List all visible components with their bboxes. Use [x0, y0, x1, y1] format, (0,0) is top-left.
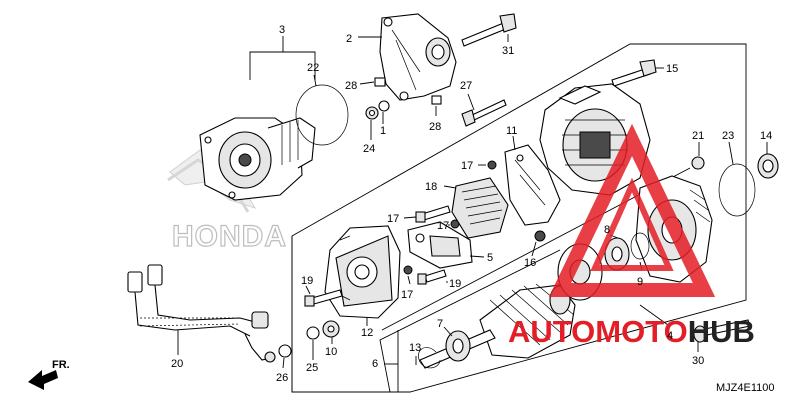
- bearing-14: [757, 153, 779, 179]
- front-direction-label: FR.: [52, 359, 70, 371]
- callout-8: 8: [604, 224, 610, 236]
- callout-24: 22: [307, 62, 319, 74]
- callout-6: 6: [372, 358, 378, 370]
- bolt-15: [611, 59, 657, 87]
- washer-27b: [278, 344, 292, 358]
- dowel-28b: [431, 95, 442, 105]
- callout-11: 11: [506, 125, 517, 137]
- bolt-18: [415, 205, 451, 223]
- callout-30: 30: [692, 355, 704, 367]
- nut-23: [691, 156, 705, 170]
- screw-17a: [487, 160, 497, 170]
- automotohub-watermark: AUTOMOTOHUB: [508, 314, 755, 349]
- washer-27a: [306, 326, 320, 340]
- callout-17a: 17: [461, 160, 473, 172]
- snap-ring-13: [418, 347, 441, 369]
- callout-27b: 26: [276, 372, 288, 384]
- o-ring-25: [718, 163, 756, 217]
- bolt-19: [417, 269, 447, 285]
- brush-holder-11: [504, 144, 561, 226]
- callout-26: 24: [363, 143, 375, 155]
- bearing-7: [445, 330, 471, 362]
- screw-17c: [403, 265, 413, 275]
- terminal-5: [407, 221, 473, 269]
- washer-1: [378, 100, 390, 112]
- callout-1: 1: [380, 125, 386, 137]
- wire-harness-22: [127, 264, 276, 363]
- stator-cover-12: [324, 225, 401, 319]
- callout-9: 9: [637, 276, 643, 288]
- callout-3: 3: [279, 24, 285, 36]
- callout-22: 20: [171, 358, 183, 370]
- callout-31: 31: [502, 45, 514, 57]
- bolt-31: [461, 13, 517, 47]
- callout-16: 16: [524, 257, 536, 269]
- callout-20: 18: [425, 181, 437, 193]
- automotohub-triangle-logo: [548, 123, 716, 297]
- callout-27a: 25: [306, 362, 318, 374]
- callout-13: 13: [409, 342, 421, 354]
- callout-10: 10: [325, 346, 337, 358]
- front-direction-arrow-icon: [28, 370, 58, 390]
- bolt-21: [304, 289, 343, 307]
- group-bracket-3: [249, 51, 316, 80]
- callout-15: 15: [666, 63, 678, 75]
- callout-21: 19: [301, 275, 313, 287]
- callout-28a: 28: [345, 80, 357, 92]
- callout-12: 12: [361, 327, 373, 339]
- bolt-30: [693, 319, 751, 343]
- callout-4: 4: [667, 330, 673, 342]
- callout-23: 21: [692, 130, 704, 142]
- callout-28b: 28: [429, 121, 441, 133]
- callout-17b: 17: [437, 220, 449, 232]
- callout-7: 7: [437, 318, 443, 330]
- callout-2: 2: [346, 33, 352, 45]
- dowel-28a: [374, 77, 386, 87]
- ring-9: [630, 232, 650, 260]
- o-ring-24: [295, 84, 349, 146]
- starter-housing: [199, 117, 316, 201]
- callout-25: 23: [722, 130, 734, 142]
- bolt-29: [461, 99, 507, 127]
- callout-17c: 17: [401, 289, 413, 301]
- diagram-code: MJZ4E1100: [716, 382, 775, 394]
- screw-16: [534, 230, 546, 242]
- callout-5: 5: [487, 252, 493, 264]
- cover-2: [379, 13, 457, 101]
- honda-brand-watermark: HONDA: [172, 220, 287, 253]
- callout-18: 17: [387, 213, 399, 225]
- callout-14: 14: [760, 130, 772, 142]
- regulator-20: [451, 177, 509, 239]
- callout-29: 27: [460, 80, 472, 92]
- callout-19: 19: [449, 278, 461, 290]
